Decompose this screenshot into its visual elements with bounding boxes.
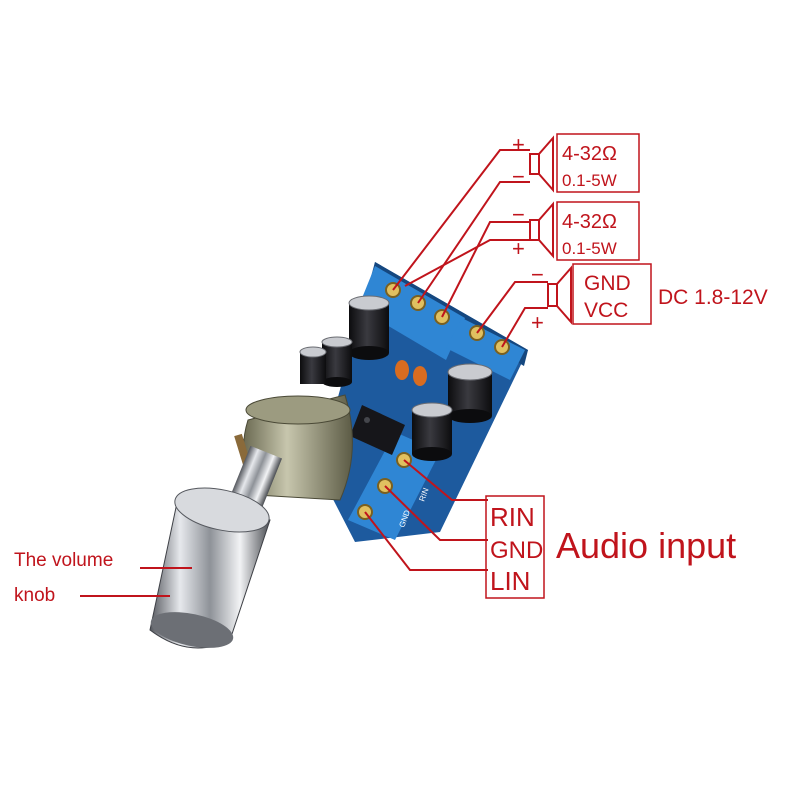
knob-label-line2: knob — [14, 585, 55, 606]
silk-lin: LIN — [378, 536, 391, 551]
audio-input-label: Audio input — [556, 525, 736, 566]
speaker2-plus-sign: + — [512, 236, 525, 261]
audio-rin-label: RIN — [490, 502, 535, 532]
speaker1-impedance: 4-32Ω — [562, 143, 617, 165]
volume-knob — [149, 445, 283, 649]
power-voltage-label: DC 1.8-12V — [658, 286, 768, 309]
silk-rin: RIN — [417, 486, 430, 502]
capacitor-4 — [447, 363, 493, 423]
capacitor-2 — [321, 336, 353, 387]
ceramic-capacitors — [395, 360, 427, 386]
knob-label-line1: The volume — [14, 550, 113, 571]
speaker1-plus-sign: + — [512, 132, 525, 157]
power-vcc-label: VCC — [584, 299, 628, 322]
speaker1-minus-sign: − — [512, 164, 525, 189]
speaker-icon-2 — [529, 201, 554, 259]
speaker-icon-1 — [529, 135, 554, 193]
power-icon — [547, 265, 572, 325]
power-plus-sign: + — [531, 310, 544, 335]
capacitor-1 — [348, 295, 390, 360]
speaker2-impedance: 4-32Ω — [562, 211, 617, 233]
speaker1-power: 0.1-5W — [562, 171, 617, 190]
speaker-terminal-block — [358, 266, 465, 360]
audio-gnd-label: GND — [490, 537, 543, 564]
capacitor-5 — [411, 402, 453, 461]
capacitors — [299, 295, 493, 461]
label-frames — [485, 133, 652, 599]
speaker2-minus-sign: − — [512, 202, 525, 227]
power-minus-sign: − — [531, 262, 544, 287]
annotation-leaders — [80, 149, 548, 597]
amplifier-chip — [350, 405, 405, 455]
audio-lin-label: LIN — [490, 566, 530, 596]
capacitor-3 — [299, 346, 327, 384]
power-gnd-label: GND — [584, 272, 631, 295]
speaker2-power: 0.1-5W — [562, 239, 617, 258]
